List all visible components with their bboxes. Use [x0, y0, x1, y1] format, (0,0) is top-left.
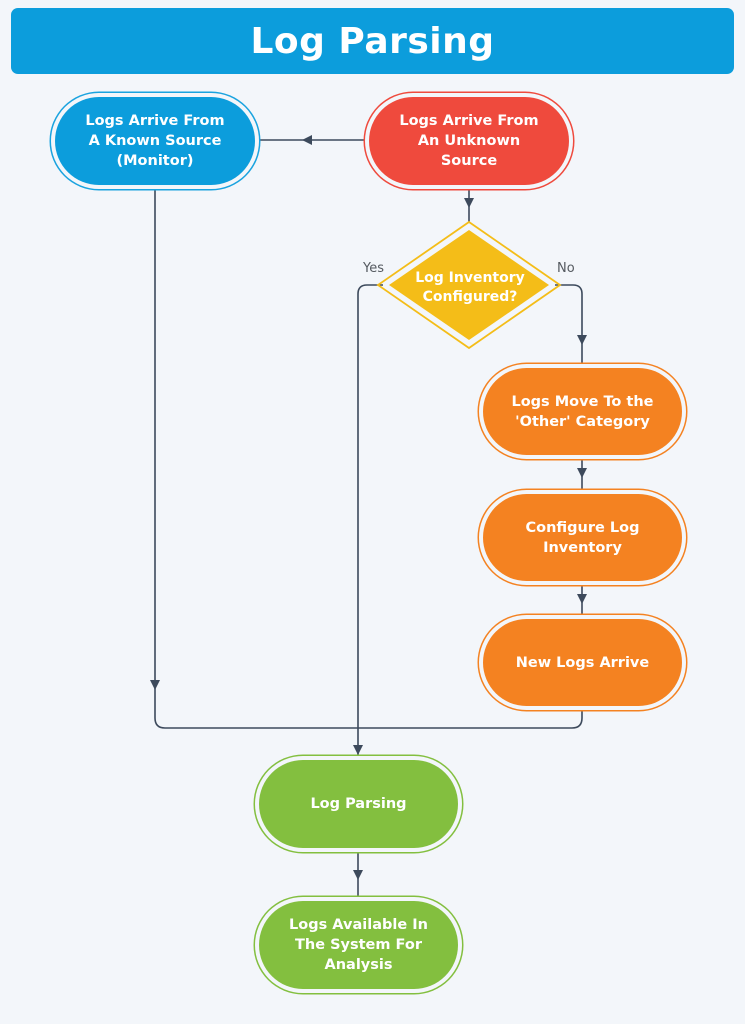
node-logs-available-label: Logs Available In The System For Analysi… [289, 917, 428, 973]
edge-known-to-merge [154, 188, 583, 729]
node-configure-inventory-label: Configure Log Inventory [525, 519, 640, 556]
page-title: Log Parsing [250, 20, 495, 62]
arrow-decision-no [577, 335, 587, 345]
edge-decision-yes [357, 284, 383, 758]
edge-label-yes: Yes [363, 261, 384, 276]
decision-diamond [389, 230, 549, 340]
arrow-to-parsing [353, 745, 363, 755]
arrow-known-down [150, 680, 160, 690]
edge-label-no: No [557, 261, 575, 276]
node-new-logs: New Logs Arrive [483, 619, 682, 706]
decision-diamond-outline [376, 220, 562, 350]
node-log-parsing-label: Log Parsing [310, 796, 407, 812]
arrow-known-to-unknown [302, 135, 312, 145]
node-logs-available: Logs Available In The System For Analysi… [259, 901, 458, 989]
node-known-source-label: Logs Arrive From A Known Source (Monitor… [85, 113, 225, 169]
node-other-category: Logs Move To the 'Other' Category [483, 368, 682, 455]
arrow-configure-to-new [577, 594, 587, 604]
node-log-parsing: Log Parsing [259, 760, 458, 848]
arrow-other-to-configure [577, 468, 587, 478]
title-banner: Log Parsing [11, 8, 734, 74]
edge-decision-no [555, 284, 583, 366]
node-configure-inventory: Configure Log Inventory [483, 494, 682, 581]
node-other-category-label: Logs Move To the 'Other' Category [511, 393, 654, 430]
node-new-logs-label: New Logs Arrive [515, 654, 650, 671]
node-known-source: Logs Arrive From A Known Source (Monitor… [55, 97, 255, 185]
node-unknown-source: Logs Arrive From An Unknown Source [369, 97, 569, 185]
arrow-unknown-to-decision [464, 198, 474, 208]
decision-label: Log Inventory Configured? [415, 270, 525, 305]
arrow-parsing-to-available [353, 870, 363, 880]
node-unknown-source-label: Logs Arrive From An Unknown Source [399, 113, 539, 169]
